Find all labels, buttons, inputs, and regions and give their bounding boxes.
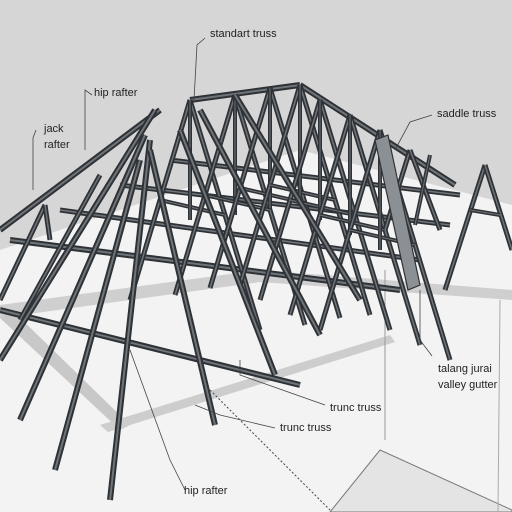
hip-rafter-front-5-face: [149, 149, 216, 426]
dashed-guide: [209, 389, 331, 511]
ridge-beam-face: [189, 84, 301, 101]
hip-rafter-left-face: [0, 109, 161, 231]
label-hip-rafter-top: hip rafter: [94, 87, 138, 99]
label-trunc-truss-2: trunc truss: [280, 422, 332, 434]
trunc-rafter-1-face: [179, 129, 276, 376]
purlin-1-face: [59, 209, 421, 261]
jack-post-face: [44, 204, 51, 241]
label-standart-truss: standart truss: [210, 28, 277, 40]
label-hip-rafter-bottom: hip rafter: [184, 485, 228, 497]
wall-plate-left: [0, 310, 130, 430]
purlin-3-face: [169, 159, 461, 196]
saddle-2-web-face: [414, 154, 431, 226]
saddle-right-face: [484, 164, 512, 251]
leader-standart-truss: [193, 37, 206, 101]
leader-trunc-truss-2: [194, 404, 276, 429]
label-trunc-truss-1: trunc truss: [330, 402, 382, 414]
hip-rafter-front-2-face: [19, 134, 146, 421]
leader-saddle-truss: [394, 114, 433, 151]
lower-step: [329, 449, 512, 512]
truss-members: [0, 82, 512, 501]
leader-lines: [32, 37, 433, 491]
hip-rafter-front-3-face: [54, 159, 141, 471]
saddle-web-face: [469, 209, 501, 216]
saddle-left-face: [444, 164, 486, 291]
hip-rafter-front-4-face: [109, 139, 151, 501]
leader-hip-rafter-bottom: [129, 349, 186, 491]
trunc-rafter-3-face: [234, 94, 361, 301]
leader-trunc-truss-1: [239, 360, 326, 406]
label-valley-gutter: valley gutter: [438, 379, 498, 391]
bottom-chord-2-face: [0, 309, 301, 386]
jack-rafter-1-face: [0, 204, 46, 301]
trunc-rafter-2-face: [199, 109, 321, 336]
hip-rafter-front-1-face: [0, 109, 156, 361]
label-talang-jurai: talang jurai: [438, 363, 492, 375]
jack-rafter-2-face: [19, 174, 101, 321]
saddle-2-right-face: [409, 149, 441, 231]
valley-gutter: [374, 134, 421, 291]
leader-hip-rafter-top: [84, 89, 93, 150]
leader-jack-rafter: [32, 129, 37, 190]
label-jack: jack: [43, 123, 64, 135]
wall-plate-right: [0, 270, 512, 318]
leader-talang-jurai: [419, 290, 433, 357]
label-rafter: rafter: [44, 139, 70, 151]
label-saddle-truss: saddle truss: [437, 108, 497, 120]
wall-plate-front: [100, 335, 395, 432]
corner-line-right: [497, 299, 501, 512]
